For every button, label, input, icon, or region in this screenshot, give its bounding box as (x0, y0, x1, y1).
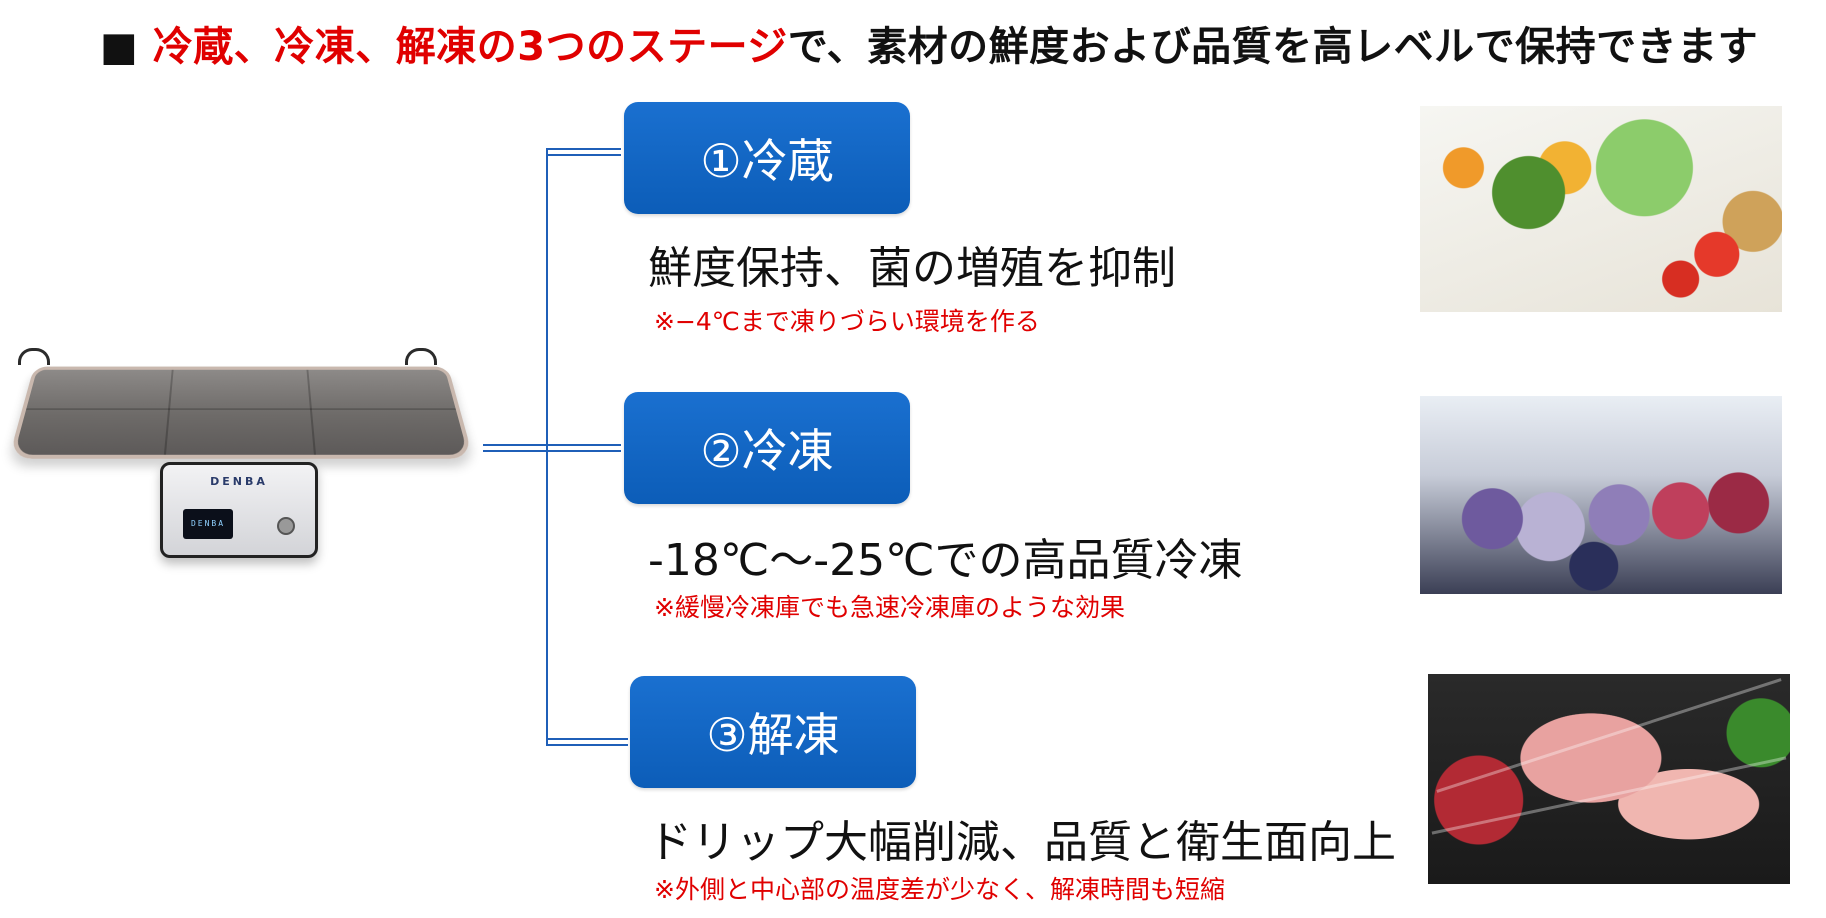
stage-2-description: -18℃～-25℃での高品質冷凍 (648, 535, 1243, 586)
control-unit: DENBA DENBA (160, 462, 318, 558)
stage-2-note: ※緩慢冷凍庫でも急速冷凍庫のような効果 (654, 593, 1125, 622)
stage-1-refrigerate-badge: ①冷蔵 (624, 102, 910, 214)
stage-3-note: ※外側と中心部の温度差が少なく、解凍時間も短縮 (654, 875, 1225, 904)
raw-meat-image (1428, 674, 1790, 884)
heating-mat (8, 366, 474, 459)
connector-to-stage-1 (546, 148, 621, 156)
power-cord-left (18, 348, 50, 365)
denba-device-illustration: DENBA DENBA (0, 340, 474, 560)
title-rest: で、素材の鮮度および品質を高レベルで保持できます (787, 24, 1759, 70)
fresh-vegetables-image (1420, 106, 1782, 312)
stage-2-freeze-badge: ②冷凍 (624, 392, 910, 504)
stage-3-thaw-badge: ③解凍 (630, 676, 916, 788)
title-highlight: 冷蔵、冷凍、解凍の3つのステージ (152, 24, 788, 70)
frozen-berries-image (1420, 396, 1782, 594)
connector-from-device (483, 444, 621, 452)
control-unit-screen: DENBA (183, 509, 233, 539)
control-unit-logo: DENBA (210, 475, 268, 488)
connector-vertical-trunk (546, 150, 551, 744)
power-knob-icon (277, 517, 295, 535)
power-cord-right (405, 348, 437, 365)
stage-3-description: ドリップ大幅削減、品質と衛生面向上 (648, 817, 1396, 868)
screen-text: DENBA (190, 519, 226, 528)
stage-1-note: ※−4℃まで凍りづらい環境を作る (654, 307, 1040, 336)
page-title: ■ 冷蔵、冷凍、解凍の3つのステージで、素材の鮮度および品質を高レベルで保持でき… (100, 14, 1800, 72)
stage-1-description: 鮮度保持、菌の増殖を抑制 (648, 243, 1176, 294)
connector-to-stage-3 (546, 738, 628, 746)
title-square-bullet: ■ (100, 24, 139, 70)
